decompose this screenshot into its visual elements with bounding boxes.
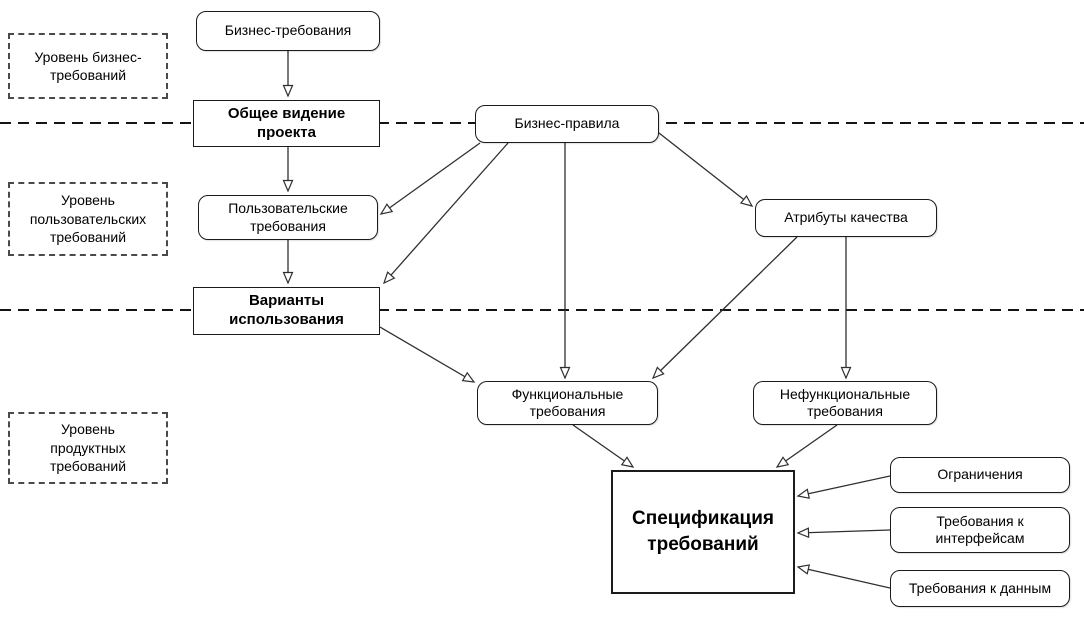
node-label: Требования к интерфейсам bbox=[935, 512, 1025, 547]
node-data-requirements: Требования к данным bbox=[890, 570, 1070, 607]
node-label: Требования к данным bbox=[908, 579, 1052, 596]
arrow-rules-to-use-cases bbox=[382, 142, 509, 285]
arrow-rules-to-quality bbox=[658, 132, 754, 207]
arrow-constraints-to-spec bbox=[796, 475, 891, 499]
level-label-user: Уровень пользовательских требований bbox=[8, 182, 168, 256]
node-functional-requirements: Функциональные требования bbox=[477, 381, 658, 425]
node-label: Пользовательские требования bbox=[228, 200, 348, 234]
arrow-rules-to-user-req bbox=[379, 142, 481, 215]
node-use-cases: Варианты использования bbox=[193, 287, 380, 335]
level-label-text: Уровень пользовательских требований bbox=[29, 192, 147, 246]
arrow-data-req-to-spec bbox=[796, 564, 891, 589]
arrow-interface-req-to-spec bbox=[796, 527, 891, 539]
node-label: Бизнес-требования bbox=[224, 22, 352, 39]
node-constraints: Ограничения bbox=[890, 457, 1070, 493]
node-label: Спецификация требований bbox=[632, 508, 774, 555]
level-label-business: Уровень бизнес-требований bbox=[8, 33, 168, 99]
node-label: Бизнес-правила bbox=[514, 115, 620, 132]
node-business-requirements: Бизнес-требования bbox=[196, 11, 380, 51]
arrow-nonfunctional-to-spec bbox=[775, 424, 838, 468]
node-nonfunctional-requirements: Нефункциональные требования bbox=[753, 381, 937, 425]
node-label: Варианты использования bbox=[229, 292, 344, 328]
node-label: Нефункциональные требования bbox=[779, 385, 911, 420]
node-requirements-specification: Спецификация требований bbox=[611, 470, 795, 594]
arrow-use-cases-to-functional bbox=[379, 326, 476, 383]
node-interface-requirements: Требования к интерфейсам bbox=[890, 507, 1070, 553]
node-quality-attributes: Атрибуты качества bbox=[755, 199, 937, 237]
node-user-requirements: Пользовательские требования bbox=[198, 195, 378, 240]
node-label: Атрибуты качества bbox=[784, 209, 908, 226]
node-project-vision: Общее видение проекта bbox=[193, 100, 380, 147]
node-label: Общее видение проекта bbox=[227, 104, 346, 141]
node-label: Ограничения bbox=[937, 466, 1023, 483]
node-business-rules: Бизнес-правила bbox=[475, 105, 659, 143]
arrow-quality-to-functional bbox=[651, 236, 798, 380]
node-label: Функциональные требования bbox=[511, 385, 624, 420]
level-label-text: Уровень бизнес-требований bbox=[34, 48, 142, 83]
arrow-functional-to-spec bbox=[572, 424, 635, 468]
level-label-product: Уровень продуктных требований bbox=[8, 412, 168, 484]
level-label-text: Уровень продуктных требований bbox=[49, 421, 127, 475]
